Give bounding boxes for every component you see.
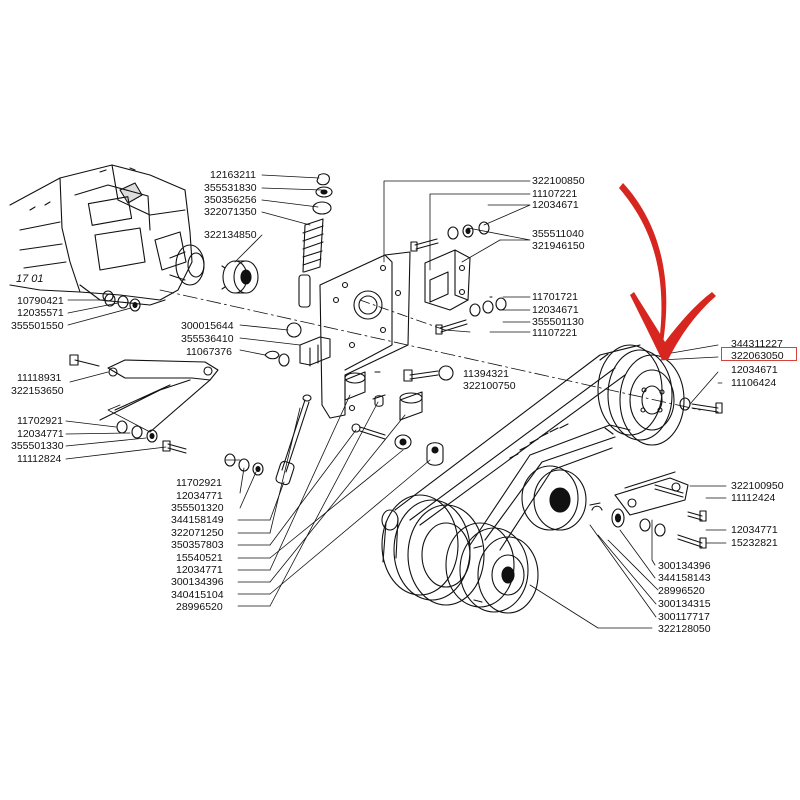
part-label-11394321: 11394321 [463, 368, 509, 380]
ball-joint [264, 322, 331, 367]
part-label-15540521: 15540521 [176, 552, 223, 564]
part-label-10790421: 10790421 [17, 295, 64, 307]
part-label-322100950: 322100950 [731, 480, 784, 492]
part-label-11107221-top: 11107221 [532, 188, 578, 200]
left-fasteners [104, 293, 141, 312]
part-label-12034771-right: 12034771 [731, 524, 778, 536]
part-label-344158143: 344158143 [658, 572, 711, 584]
part-label-12034671-right: 12034671 [731, 364, 778, 376]
coupling-hub [221, 260, 259, 294]
part-label-300015644: 300015644 [181, 320, 234, 332]
part-label-350356256: 350356256 [204, 194, 257, 206]
part-label-355536410: 355536410 [181, 333, 234, 345]
part-label-12034771-low: 12034771 [176, 564, 223, 576]
part-label-322063050: 322063050 [731, 350, 784, 362]
part-label-300134396-left: 300134396 [171, 576, 224, 588]
tensioner-arm [614, 471, 707, 549]
part-label-344158149: 344158149 [171, 514, 224, 526]
part-label-300117717: 300117717 [658, 611, 710, 623]
angle-bracket [424, 249, 471, 311]
lower-left-washers [116, 420, 264, 476]
bushings [344, 365, 454, 421]
part-label-355501320: 355501320 [171, 502, 224, 514]
part-label-300134396-right: 300134396 [658, 560, 711, 572]
part-label-355501330: 355501330 [11, 440, 64, 452]
part-label-300134315: 300134315 [658, 598, 711, 610]
part-label-11118931: 11118931 [17, 372, 62, 384]
part-label-321946150: 321946150 [532, 240, 585, 252]
part-label-355501550: 355501550 [11, 320, 64, 332]
part-label-322100750: 322100750 [463, 380, 516, 392]
leader-lines [65, 174, 727, 629]
part-label-322071250: 322071250 [171, 527, 224, 539]
part-label-322071350: 322071350 [204, 206, 257, 218]
part-label-12035571: 12035571 [17, 307, 64, 319]
v-belts [394, 344, 641, 551]
part-label-12034671-top: 12034671 [532, 199, 579, 211]
corner-label: 17 01 [16, 273, 44, 285]
part-label-11106424: 11106424 [731, 377, 777, 389]
part-label-322128050: 322128050 [658, 623, 711, 635]
part-label-355531830: 355531830 [204, 182, 257, 194]
lever-arm [69, 354, 219, 433]
upper-pulley [597, 344, 685, 446]
part-label-28996520-left: 28996520 [176, 601, 223, 613]
pulley-bolt-upper [679, 397, 723, 414]
small-parts-row [351, 423, 444, 466]
engine-block [9, 164, 205, 306]
part-label-11067376: 11067376 [186, 346, 232, 358]
part-label-12034771-mid: 12034771 [176, 490, 223, 502]
bracket-plate [319, 251, 411, 419]
part-label-15232821: 15232821 [731, 537, 778, 549]
part-label-11112824: 11112824 [17, 453, 62, 465]
part-label-12034771-left: 12034771 [17, 428, 64, 440]
part-label-322100850-top: 322100850 [532, 175, 585, 187]
part-label-11702921-left: 11702921 [17, 415, 63, 427]
part-label-12163211: 12163211 [210, 169, 256, 181]
part-label-322134850: 322134850 [204, 229, 257, 241]
part-label-11702921-mid: 11702921 [176, 477, 222, 489]
red-arrow [619, 183, 716, 360]
part-label-11107221-mid: 11107221 [532, 327, 578, 339]
highlight-box [721, 347, 797, 361]
upper-fasteners [410, 221, 507, 335]
part-label-355511040: 355511040 [532, 228, 584, 240]
drive-pulley-front [445, 522, 539, 614]
part-label-11701721: 11701721 [532, 291, 578, 303]
part-label-12034671-mid: 12034671 [532, 304, 579, 316]
part-label-350357803: 350357803 [171, 539, 224, 551]
drive-pulley-large [381, 494, 485, 606]
part-label-322153650: 322153650 [11, 385, 64, 397]
spring-assembly [298, 173, 333, 308]
idler-pulley [521, 465, 625, 531]
part-label-11112424: 11112424 [731, 492, 776, 504]
part-label-28996520-right: 28996520 [658, 585, 705, 597]
control-rod [275, 394, 312, 486]
part-label-340415104: 340415104 [171, 589, 224, 601]
part-label-355501130: 355501130 [532, 316, 584, 328]
